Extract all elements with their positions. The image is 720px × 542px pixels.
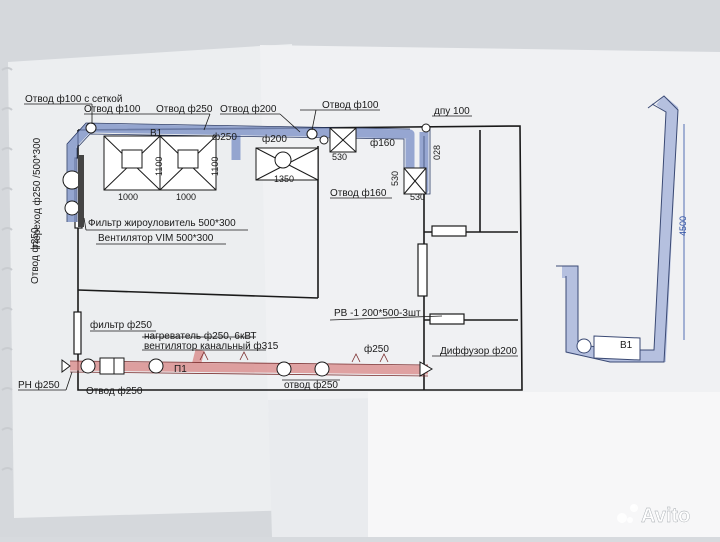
label-perehod: Переход ф250 /500*300 <box>31 137 43 248</box>
dim-028: 028 <box>432 145 442 160</box>
label-otvod-f100-setka: Отвод ф100 с сеткой <box>25 93 122 105</box>
label-f250-top: ф250 <box>212 131 237 143</box>
label-filtr-zhir: Фильтр жироуловитель 500*300 <box>88 218 236 229</box>
label-otvod-f200: Отвод ф200 <box>220 103 277 115</box>
dim-1000-a: 1000 <box>118 192 138 202</box>
dimensions: 1000 1000 1100 1100 1350 530 530 530 028… <box>118 145 688 236</box>
label-rv: РВ -1 200*500-3шт <box>334 308 421 319</box>
hood-2 <box>159 135 217 191</box>
label-otvod-f250-left: Отвод ф250 <box>29 227 41 284</box>
paper-sheet-left <box>8 44 300 518</box>
white-sheet-overlay <box>368 392 720 537</box>
avito-watermark-logo: Avito <box>617 504 690 527</box>
hood-5 <box>403 167 427 195</box>
label-rn-f250: РН ф250 <box>18 379 60 391</box>
label-ventilator-vim: Вентилятор VIM 500*300 <box>98 233 214 244</box>
leader-lines <box>18 103 518 391</box>
dim-530-c: 530 <box>390 171 400 186</box>
dim-1000-b: 1000 <box>176 192 196 202</box>
label-f200-top: ф200 <box>262 133 287 145</box>
dim-1100-a: 1100 <box>154 157 164 176</box>
dim-1350: 1350 <box>274 174 294 184</box>
label-f160: ф160 <box>370 137 395 149</box>
label-ventilator-kanal: вентилятор канальный ф315 <box>144 340 279 352</box>
label-v1-side: В1 <box>620 340 633 351</box>
label-otvod-f250-bottom-b: отвод ф250 <box>284 379 338 391</box>
label-filtr-f250: фильтр ф250 <box>90 319 152 331</box>
grease-filter <box>78 155 84 227</box>
spiral-binding <box>1 67 13 471</box>
supply-grilles <box>199 351 389 363</box>
dim-4500: 4500 <box>678 216 688 236</box>
supply-duct <box>69 348 429 375</box>
dim-530-b: 530 <box>410 192 425 202</box>
hood-3 <box>255 147 319 181</box>
label-f250-bottom: ф250 <box>364 343 389 355</box>
label-diffuzor: Диффузор ф200 <box>440 345 517 357</box>
dim-1100-b: 1100 <box>210 157 220 176</box>
hood-1 <box>103 135 161 191</box>
label-otvod-f250-bottom: Отвод ф250 <box>86 385 143 397</box>
label-v1: В1 <box>150 128 163 139</box>
labels: Отвод ф100 с сеткой Отвод ф100 Отвод ф25… <box>18 93 633 397</box>
label-otvod-f250-top: Отвод ф250 <box>156 103 213 115</box>
riser-outline <box>556 95 679 363</box>
exhaust-fittings <box>62 122 431 216</box>
supply-duct-outline <box>69 360 429 377</box>
dim-530-a: 530 <box>332 152 347 162</box>
label-otvod-f160: Отвод ф160 <box>330 187 387 199</box>
label-p1: П1 <box>174 364 187 375</box>
hood-4 <box>329 127 357 153</box>
label-dpu-100: дпу 100 <box>434 106 470 117</box>
label-nagrevatel: нагреватель ф250, 6кВТ <box>144 330 256 342</box>
label-otvod-f100: Отвод ф100 <box>84 103 141 115</box>
label-otvod-f100-b: Отвод ф100 <box>322 99 379 111</box>
supply-fittings <box>61 357 433 377</box>
watermark-text: Avito <box>641 505 690 527</box>
